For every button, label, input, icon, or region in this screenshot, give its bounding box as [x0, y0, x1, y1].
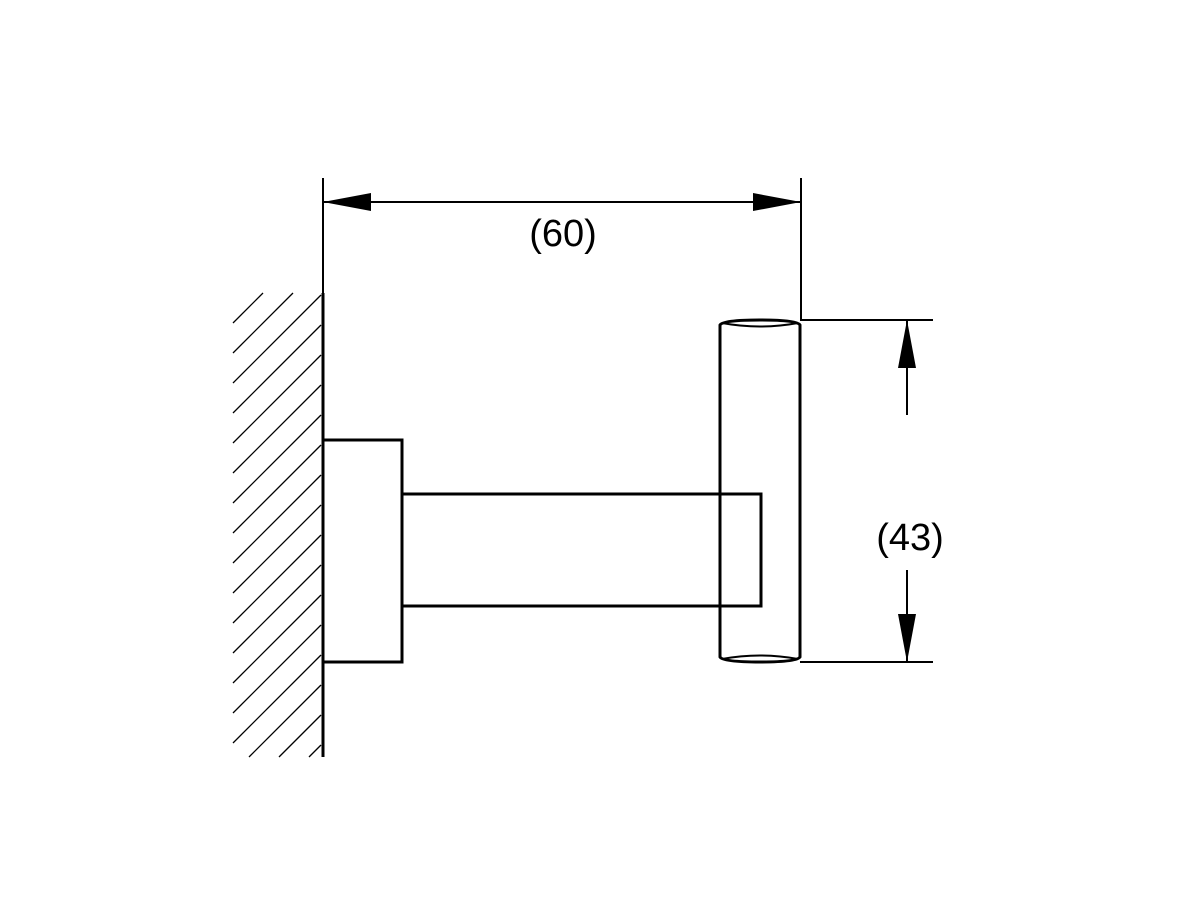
height-arrow-up — [898, 320, 916, 368]
hatch-line — [232, 444, 322, 534]
hatch-line — [232, 354, 322, 444]
hook-head — [718, 318, 802, 664]
hatch-line — [232, 594, 322, 684]
hatch-line — [232, 292, 294, 354]
hatch-line — [232, 474, 322, 564]
hatch-line — [232, 384, 322, 474]
width-dimension-label: (60) — [529, 213, 597, 255]
hatch-line — [232, 504, 322, 594]
width-arrow-left — [323, 193, 371, 211]
wall-hatching — [232, 292, 322, 758]
width-arrow-right — [753, 193, 801, 211]
hatch-line — [232, 654, 322, 744]
hatch-line — [232, 324, 322, 414]
hook-arm — [400, 492, 763, 608]
width-dimension: (60) — [322, 178, 802, 320]
hatch-line — [232, 564, 322, 654]
hatch-line — [232, 292, 264, 324]
hook-head-top-edge — [721, 322, 799, 328]
base-plate — [321, 438, 404, 664]
hatch-line — [308, 744, 322, 758]
hatch-line — [232, 624, 322, 714]
height-arrow-down — [898, 614, 916, 662]
hook-head-bottom-edge — [721, 654, 799, 660]
hatch-line — [278, 714, 322, 758]
height-dimension: (43) — [800, 319, 944, 663]
hatch-line — [232, 294, 322, 384]
hatch-line — [232, 414, 322, 504]
hatch-line — [232, 534, 322, 624]
hatch-line — [248, 684, 322, 758]
height-dimension-label: (43) — [876, 517, 944, 559]
